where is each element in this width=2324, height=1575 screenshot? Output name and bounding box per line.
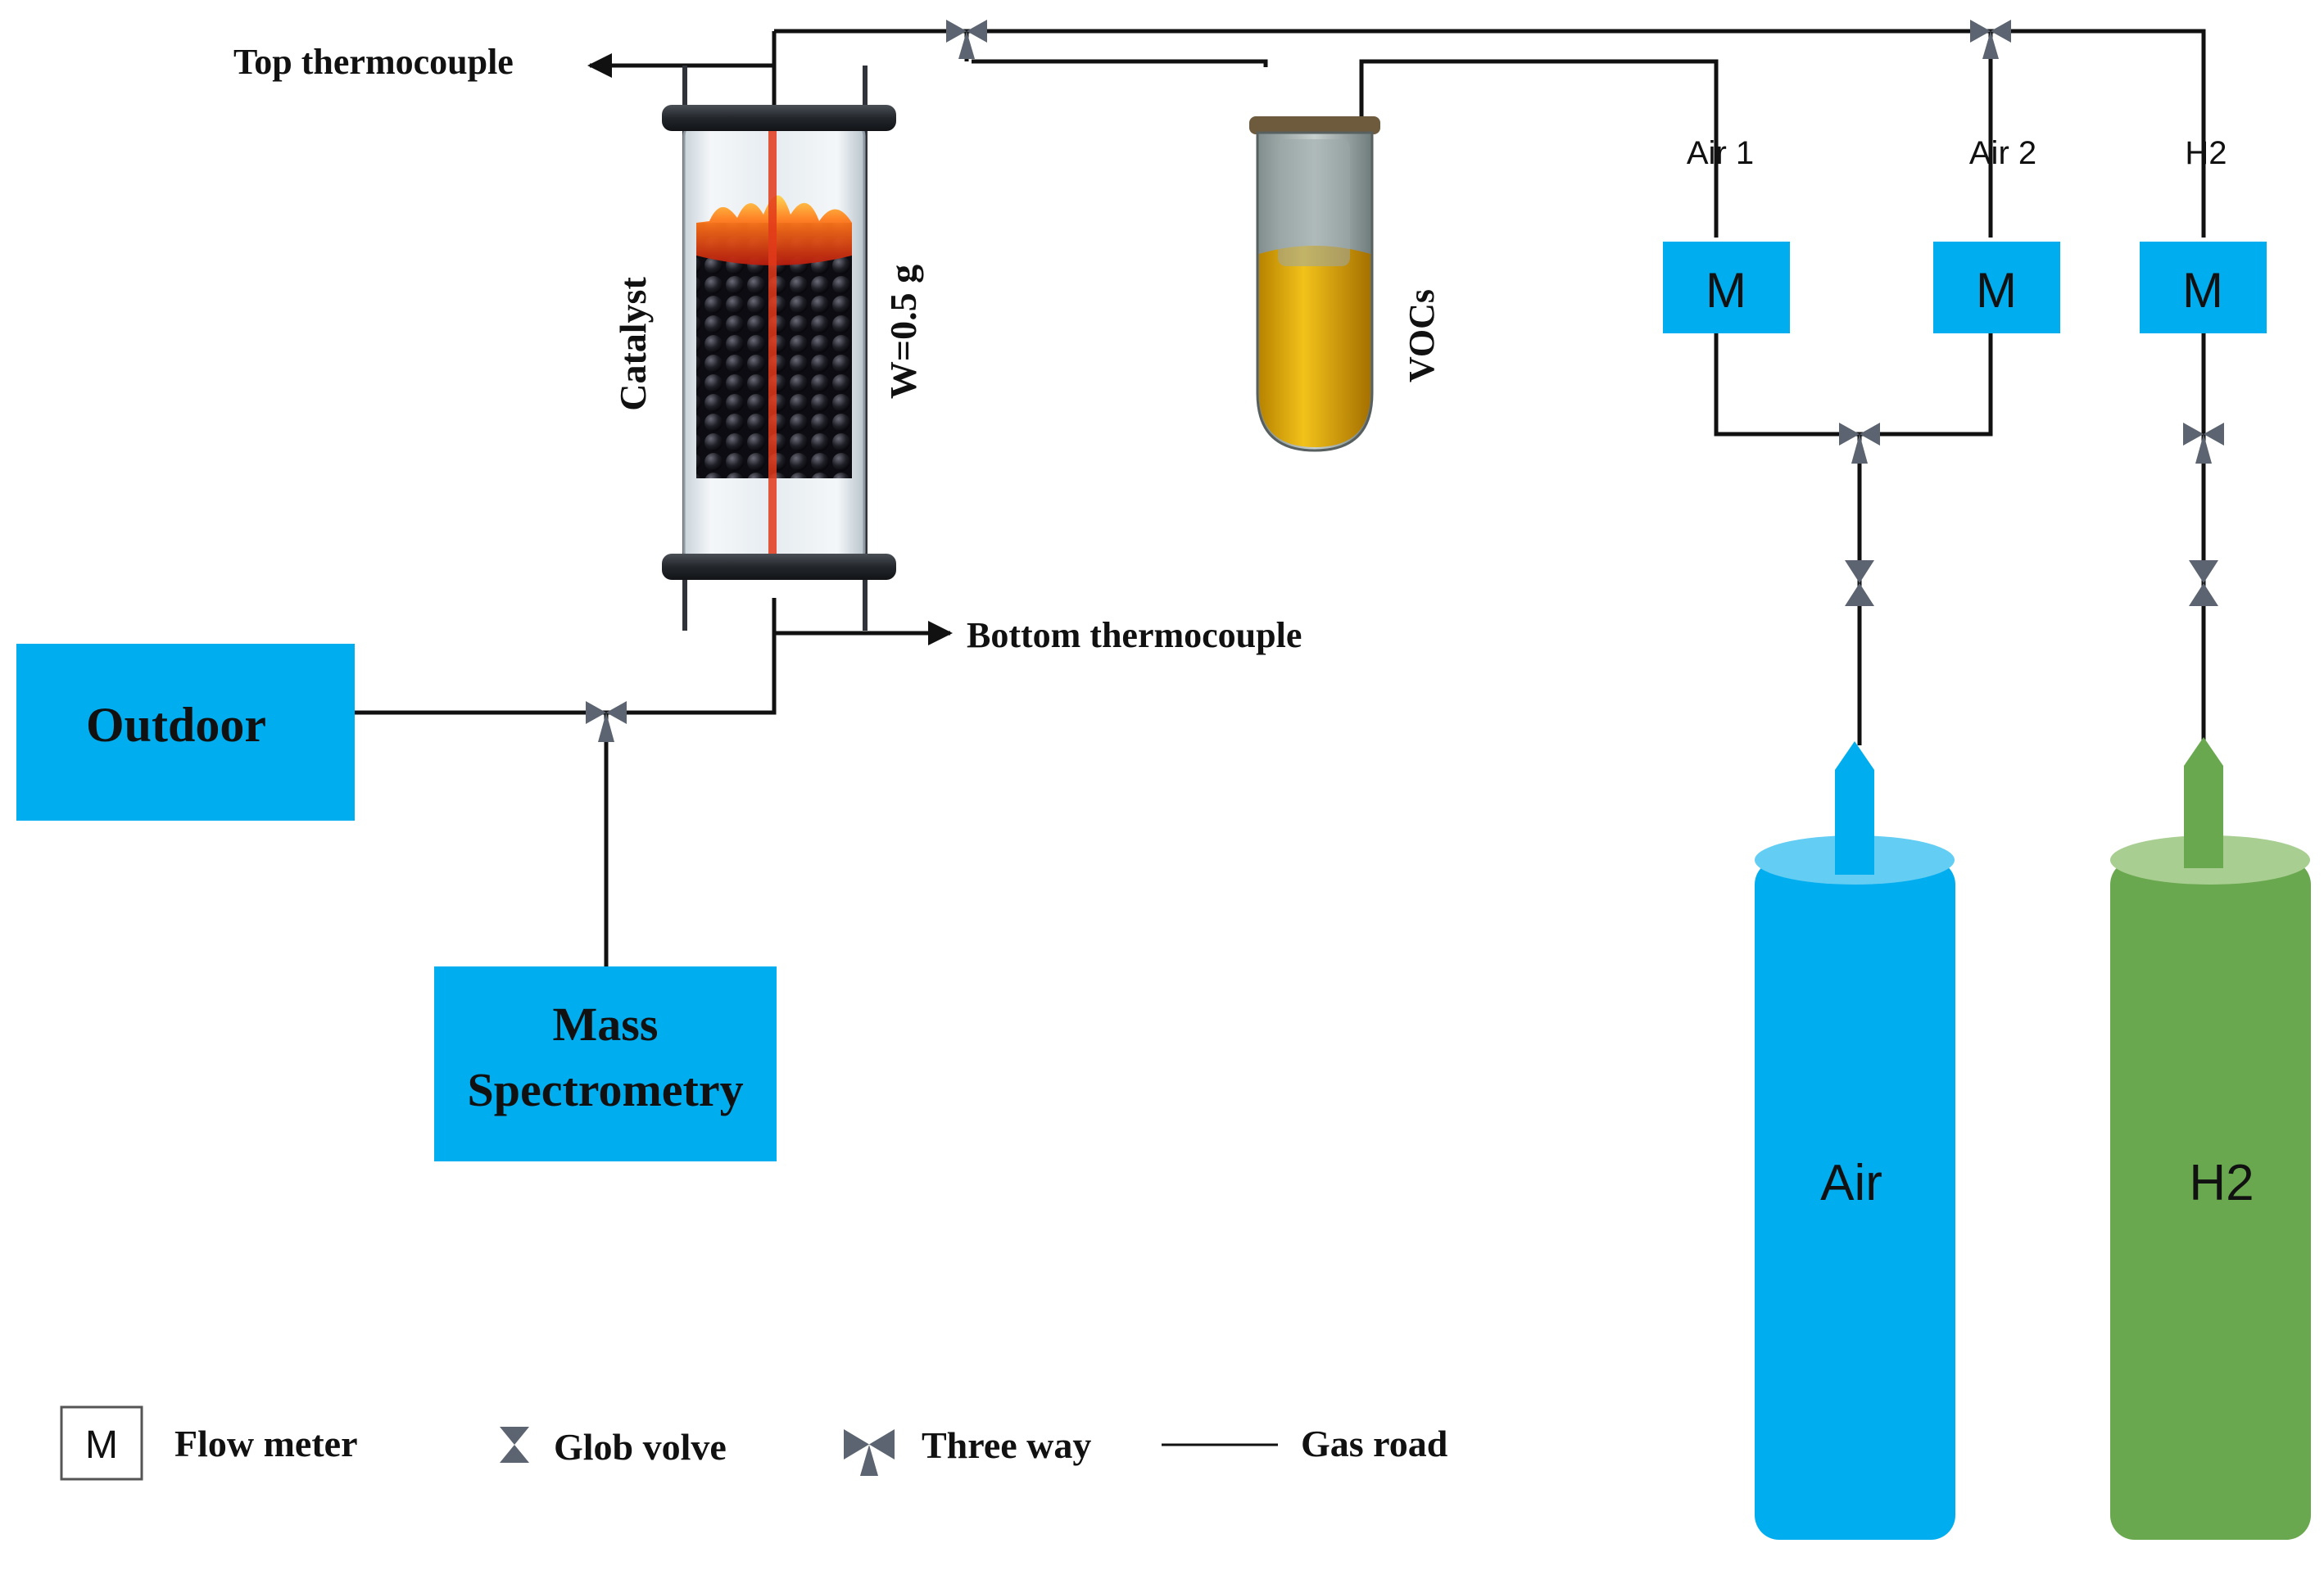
mass-spec-label-line1: Mass: [553, 998, 659, 1051]
legend: M Flow meter Glob volve Three way Gas ro…: [60, 1405, 1448, 1481]
h2-cylinder-label: H2: [2189, 1155, 2254, 1211]
outdoor-label: Outdoor: [86, 698, 266, 752]
air1-line-label: Air 1: [1687, 135, 1754, 171]
vial-icon: [1249, 116, 1380, 452]
legend-flow-meter-label: Flow meter: [174, 1423, 358, 1464]
three-way-valve-icon: [1839, 423, 1880, 464]
air2-line-label: Air 2: [1969, 135, 2036, 171]
legend-flow-meter: M Flow meter: [60, 1405, 358, 1481]
reactor-icon: [662, 66, 896, 631]
vocs-label: VOCs: [1402, 289, 1442, 382]
legend-gas-road-label: Gas road: [1301, 1423, 1448, 1464]
flow-meter-air1: M: [1663, 242, 1790, 333]
glob-valve-icon: [1845, 560, 1874, 606]
flow-meter-icon: M: [1976, 263, 2017, 318]
catalyst-weight-label: W=0.5 g: [882, 265, 924, 399]
flow-meter-icon: M: [1706, 263, 1746, 318]
legend-glob-valve-label: Glob volve: [554, 1426, 727, 1468]
legend-glob-valve: Glob volve: [500, 1426, 727, 1468]
three-way-valve-icon: [946, 20, 987, 59]
flow-meter-icon: M: [85, 1423, 118, 1467]
legend-three-way: Three way: [844, 1424, 1091, 1476]
flow-meter-h2: M: [2140, 242, 2267, 333]
three-way-valve-icon: [586, 701, 627, 742]
outdoor-box: Outdoor: [16, 644, 355, 821]
flow-meter-air2: M: [1933, 242, 2060, 333]
catalyst-label: Catalyst: [612, 277, 654, 411]
glob-valve-icon: [2189, 560, 2218, 606]
three-way-valve-icon: [2183, 423, 2224, 464]
gas-cylinder-icon: [1755, 741, 1955, 1540]
legend-three-way-label: Three way: [922, 1424, 1091, 1466]
flow-meter-icon: M: [2182, 263, 2223, 318]
top-thermocouple-label: Top thermocouple: [233, 42, 514, 82]
gas-cylinder-icon: [2110, 737, 2311, 1540]
mass-spec-label-line2: Spectrometry: [467, 1063, 743, 1116]
bottom-thermocouple-label: Bottom thermocouple: [967, 615, 1302, 655]
h2-line-label: H2: [2185, 135, 2227, 171]
three-way-valve-icon: [1970, 20, 2011, 59]
air-cylinder-label: Air: [1820, 1155, 1882, 1211]
mass-spectrometry-box: Mass Spectrometry: [434, 966, 777, 1161]
glob-valve-icon: [500, 1427, 529, 1463]
three-way-valve-icon: [844, 1429, 895, 1476]
legend-gas-road: Gas road: [1162, 1423, 1448, 1464]
